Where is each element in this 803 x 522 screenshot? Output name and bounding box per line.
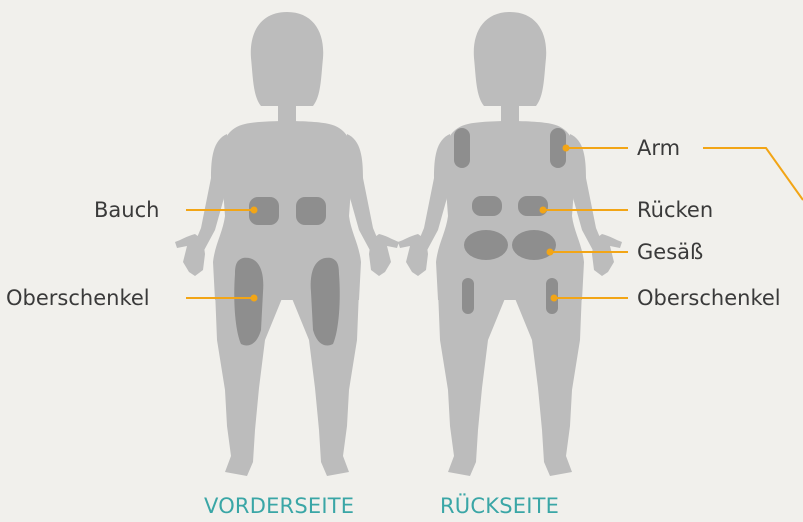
label-back-buttocks: Gesäß: [637, 242, 703, 263]
label-front-thigh: Oberschenkel: [6, 288, 150, 309]
front-abdomen-zone-right: [296, 197, 326, 225]
back-body-figure: [398, 12, 622, 476]
back-buttocks-zone-right: [512, 230, 556, 260]
front-thigh-zone-right: [311, 258, 340, 346]
back-thigh-zone-left: [462, 278, 474, 314]
back-lower-back-zone-left: [472, 196, 502, 216]
back-buttocks-zone-left: [464, 230, 508, 260]
caption-back: RÜCKSEITE: [440, 496, 559, 517]
label-back-lowerback: Rücken: [637, 200, 713, 221]
front-body-figure: [175, 12, 399, 476]
front-thigh-zone-left: [234, 258, 263, 346]
leader-line-back-arm: [563, 145, 803, 201]
caption-front: VORDERSEITE: [204, 496, 354, 517]
label-back-arm: Arm: [637, 138, 680, 159]
back-arm-zone-left: [454, 128, 470, 168]
label-front-abdomen: Bauch: [94, 200, 159, 221]
label-back-thigh: Oberschenkel: [637, 288, 781, 309]
